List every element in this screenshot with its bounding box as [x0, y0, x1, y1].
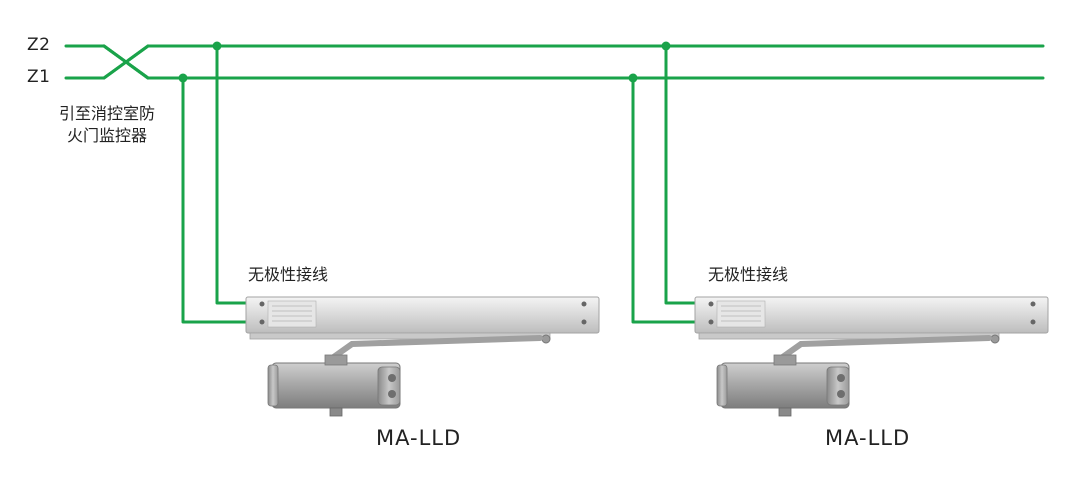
model-label-device-2: MA-LLD — [825, 426, 911, 450]
junction-dot — [628, 73, 638, 83]
wiring-label-device-2: 无极性接线 — [708, 265, 789, 284]
rail-terminal-label — [716, 300, 766, 328]
bus-wire-z1 — [64, 44, 164, 80]
drop-z2-device-1 — [215, 44, 249, 305]
closer-arm — [781, 335, 992, 365]
model-label-device-1: MA-LLD — [376, 426, 462, 450]
junction-dot — [661, 41, 671, 51]
drop-z2-device-2 — [664, 44, 698, 305]
monitor-note-line-2: 火门监控器 — [66, 126, 147, 145]
bus-label-z1: Z1 — [27, 67, 51, 87]
bus-label-z2: Z2 — [27, 35, 51, 55]
twist-b — [102, 44, 150, 80]
drop-z1-device-2 — [631, 76, 698, 324]
wiring-label-device-1: 无极性接线 — [248, 265, 329, 284]
door-closer-device-2 — [694, 296, 1049, 417]
rail-terminal-label — [267, 300, 317, 328]
drop-z1-device-1 — [181, 76, 249, 324]
junction-dot — [178, 73, 188, 83]
bus-wire-z2 — [64, 44, 164, 80]
monitor-note-line-1: 引至消控室防 — [58, 104, 155, 123]
monitor-note: 引至消控室防 火门监控器 — [47, 103, 167, 147]
junction-dot — [212, 41, 222, 51]
door-closer-device-1 — [245, 296, 600, 417]
closer-arm — [332, 335, 543, 365]
